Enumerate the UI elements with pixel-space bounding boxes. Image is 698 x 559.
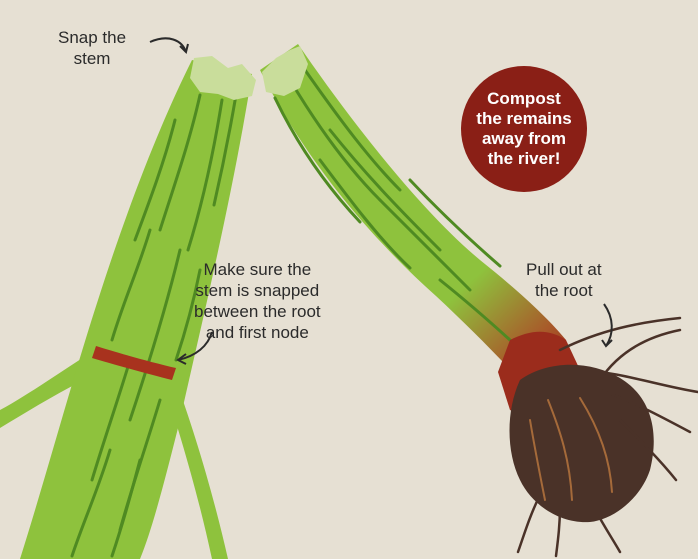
root-mass — [510, 365, 654, 522]
pull-root-label: Pull out at the root — [526, 259, 602, 301]
curved-arrow-icon — [150, 38, 186, 52]
snap-stem-line: stem — [58, 48, 126, 69]
snap-stem-line: Snap the — [58, 27, 126, 48]
badge-line: the remains — [476, 109, 571, 129]
make-sure-line: Make sure the — [194, 259, 321, 280]
make-sure-line: stem is snapped — [194, 280, 321, 301]
compost-badge: Compost the remains away from the river! — [461, 66, 587, 192]
make-sure-line: between the root — [194, 301, 321, 322]
compost-badge-text: Compost the remains away from the river! — [476, 89, 571, 169]
make-sure-label: Make sure the stem is snapped between th… — [194, 259, 321, 343]
curved-arrow-icon — [604, 304, 612, 346]
badge-line: Compost — [476, 89, 571, 109]
pull-root-line: Pull out at — [526, 259, 602, 280]
badge-line: away from — [476, 129, 571, 149]
pull-root-line: the root — [526, 280, 602, 301]
make-sure-line: and first node — [194, 322, 321, 343]
badge-line: the river! — [476, 149, 571, 169]
snap-stem-label: Snap the stem — [58, 27, 126, 69]
